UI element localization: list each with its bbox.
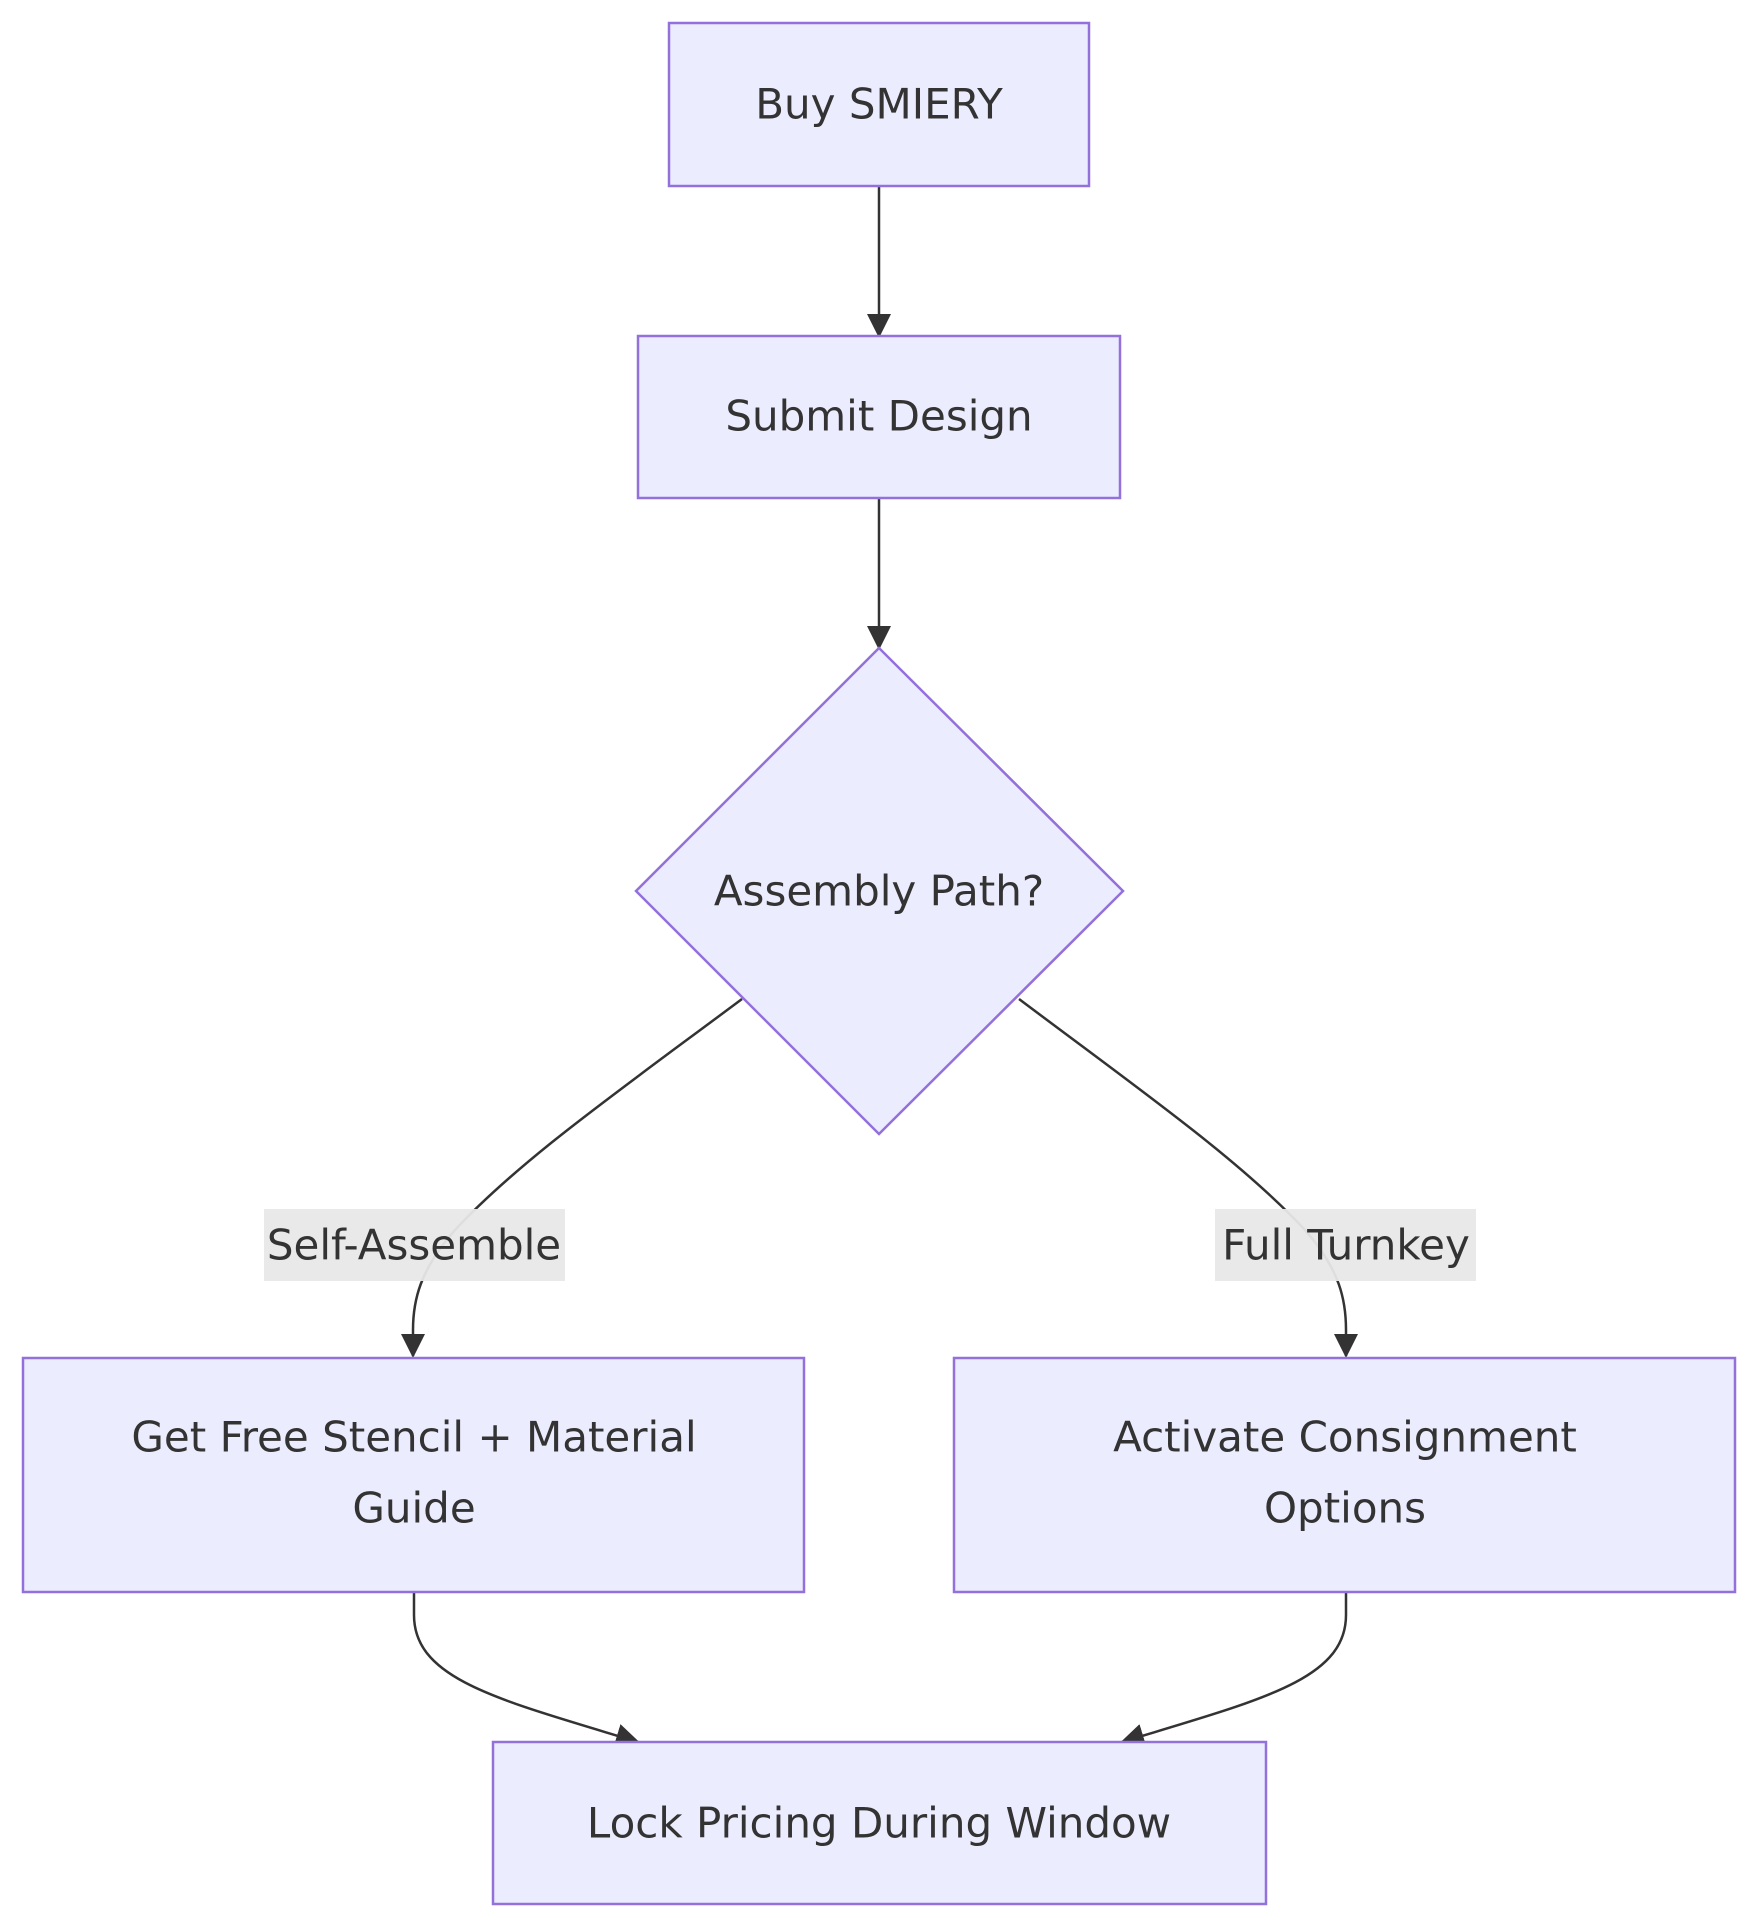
node-free-stencil-guide[interactable]: Get Free Stencil + Material Guide xyxy=(21,1356,806,1594)
edge-label-self-assemble: Self-Assemble xyxy=(264,1209,565,1281)
node-buy-smiery[interactable]: Buy SMIERY xyxy=(667,21,1091,188)
node-buy-smiery-label: Buy SMIERY xyxy=(755,80,1003,129)
node-activate-consignment[interactable]: Activate Consignment Options xyxy=(952,1356,1737,1594)
node-submit-design[interactable]: Submit Design xyxy=(636,334,1122,500)
node-assembly-path-decision[interactable]: Assembly Path? xyxy=(634,646,1125,1136)
node-lock-pricing[interactable]: Lock Pricing During Window xyxy=(491,1740,1268,1906)
node-consignment-line-1: Activate Consignment xyxy=(1113,1413,1577,1462)
node-assembly-path-label: Assembly Path? xyxy=(714,867,1044,916)
edge-decision-to-consign xyxy=(1018,998,1358,1358)
edge-label-self-assemble-text: Self-Assemble xyxy=(267,1221,561,1270)
node-lock-pricing-label: Lock Pricing During Window xyxy=(587,1799,1171,1848)
node-consignment-line-2: Options xyxy=(1264,1484,1426,1533)
node-submit-design-label: Submit Design xyxy=(725,392,1032,441)
edge-label-full-turnkey: Full Turnkey xyxy=(1215,1209,1476,1281)
node-free-stencil-line-1: Get Free Stencil + Material xyxy=(131,1413,696,1462)
edge-label-full-turnkey-text: Full Turnkey xyxy=(1222,1221,1470,1270)
edges xyxy=(401,186,1358,1748)
edge-stencil-to-lock xyxy=(412,1592,640,1748)
edge-consign-to-lock xyxy=(1120,1592,1348,1748)
node-free-stencil-line-2: Guide xyxy=(352,1484,475,1533)
edge-decision-to-stencil xyxy=(401,997,743,1358)
